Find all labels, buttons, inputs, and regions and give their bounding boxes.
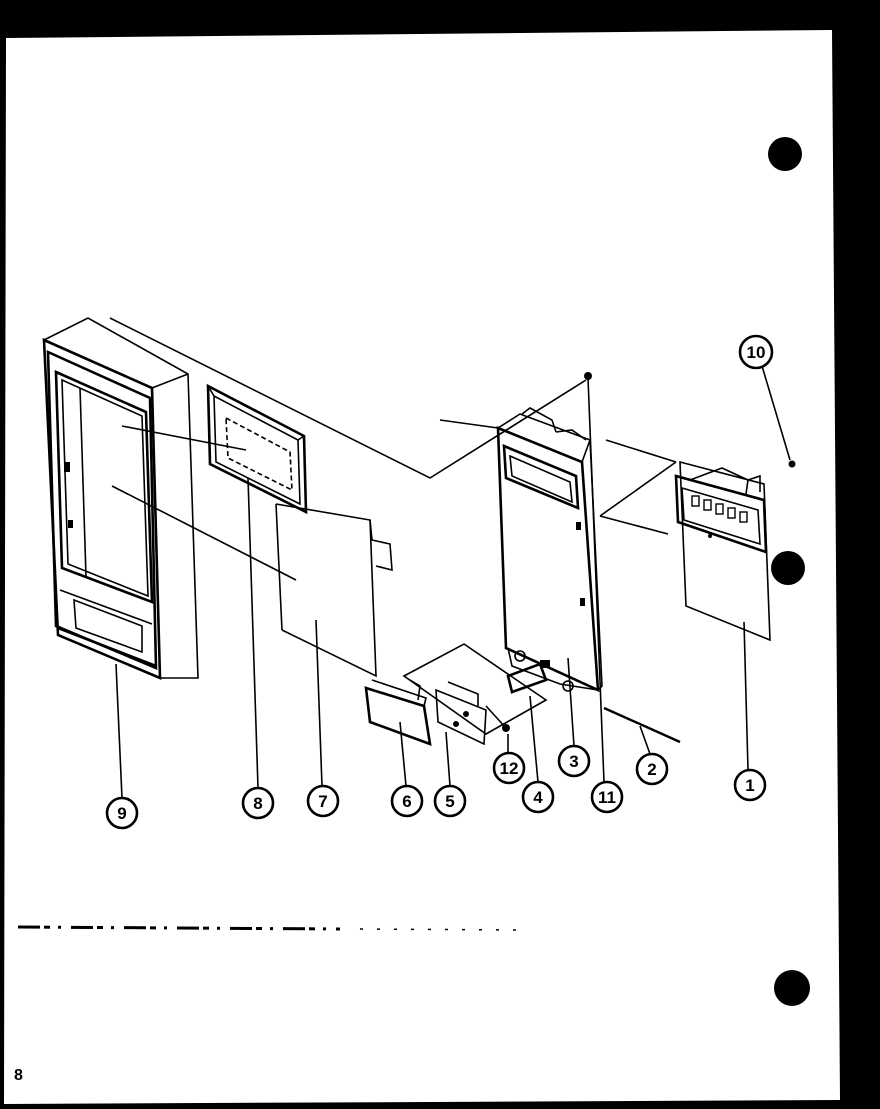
callout-9: 9: [105, 796, 139, 830]
part-7-panel: [275, 503, 393, 678]
svg-text:1: 1: [745, 776, 754, 795]
svg-text:7: 7: [318, 792, 327, 811]
part-9-door: [42, 317, 199, 680]
callout-7: 7: [306, 784, 340, 818]
paper: [4, 30, 840, 1104]
part-5-latch: [435, 681, 487, 746]
svg-text:6: 6: [402, 792, 411, 811]
part-10-screw: [788, 460, 796, 468]
callout-5: 5: [433, 784, 467, 818]
svg-text:4: 4: [533, 788, 543, 807]
scan-noise: [17, 925, 341, 931]
part-2-rod: [603, 706, 681, 744]
part-4-plate: [402, 643, 548, 735]
callout-2: 2: [635, 752, 669, 786]
svg-text:2: 2: [647, 760, 656, 779]
svg-text:11: 11: [598, 788, 616, 807]
svg-text:3: 3: [569, 752, 578, 771]
callout-11: 11: [590, 780, 624, 814]
leader-line: [121, 425, 247, 451]
svg-text:12: 12: [500, 759, 519, 778]
part-1-control-panel: [674, 460, 771, 642]
callout-12: 12: [492, 751, 526, 785]
leader-line: [109, 317, 587, 479]
callout-10: 10: [738, 334, 774, 370]
svg-text:8: 8: [253, 794, 262, 813]
leader-line: [111, 485, 297, 581]
leader-line: [485, 705, 507, 729]
svg-text:9: 9: [117, 804, 126, 823]
binder-hole: [774, 970, 810, 1006]
part-11-screw: [584, 372, 592, 380]
part-6-button: [364, 679, 432, 746]
callout-4: 4: [521, 780, 555, 814]
binder-hole: [771, 551, 805, 585]
page-number: 8: [14, 1067, 23, 1084]
callout-1: 1: [733, 768, 767, 802]
keypad-digits: [691, 495, 748, 523]
callout-6: 6: [390, 784, 424, 818]
projection-lines: [599, 439, 677, 535]
callout-3: 3: [557, 744, 591, 778]
svg-text:5: 5: [445, 792, 454, 811]
callout-8: 8: [241, 786, 275, 820]
part-8-window: [206, 383, 308, 515]
svg-text:10: 10: [747, 343, 766, 362]
binder-hole: [768, 137, 802, 171]
